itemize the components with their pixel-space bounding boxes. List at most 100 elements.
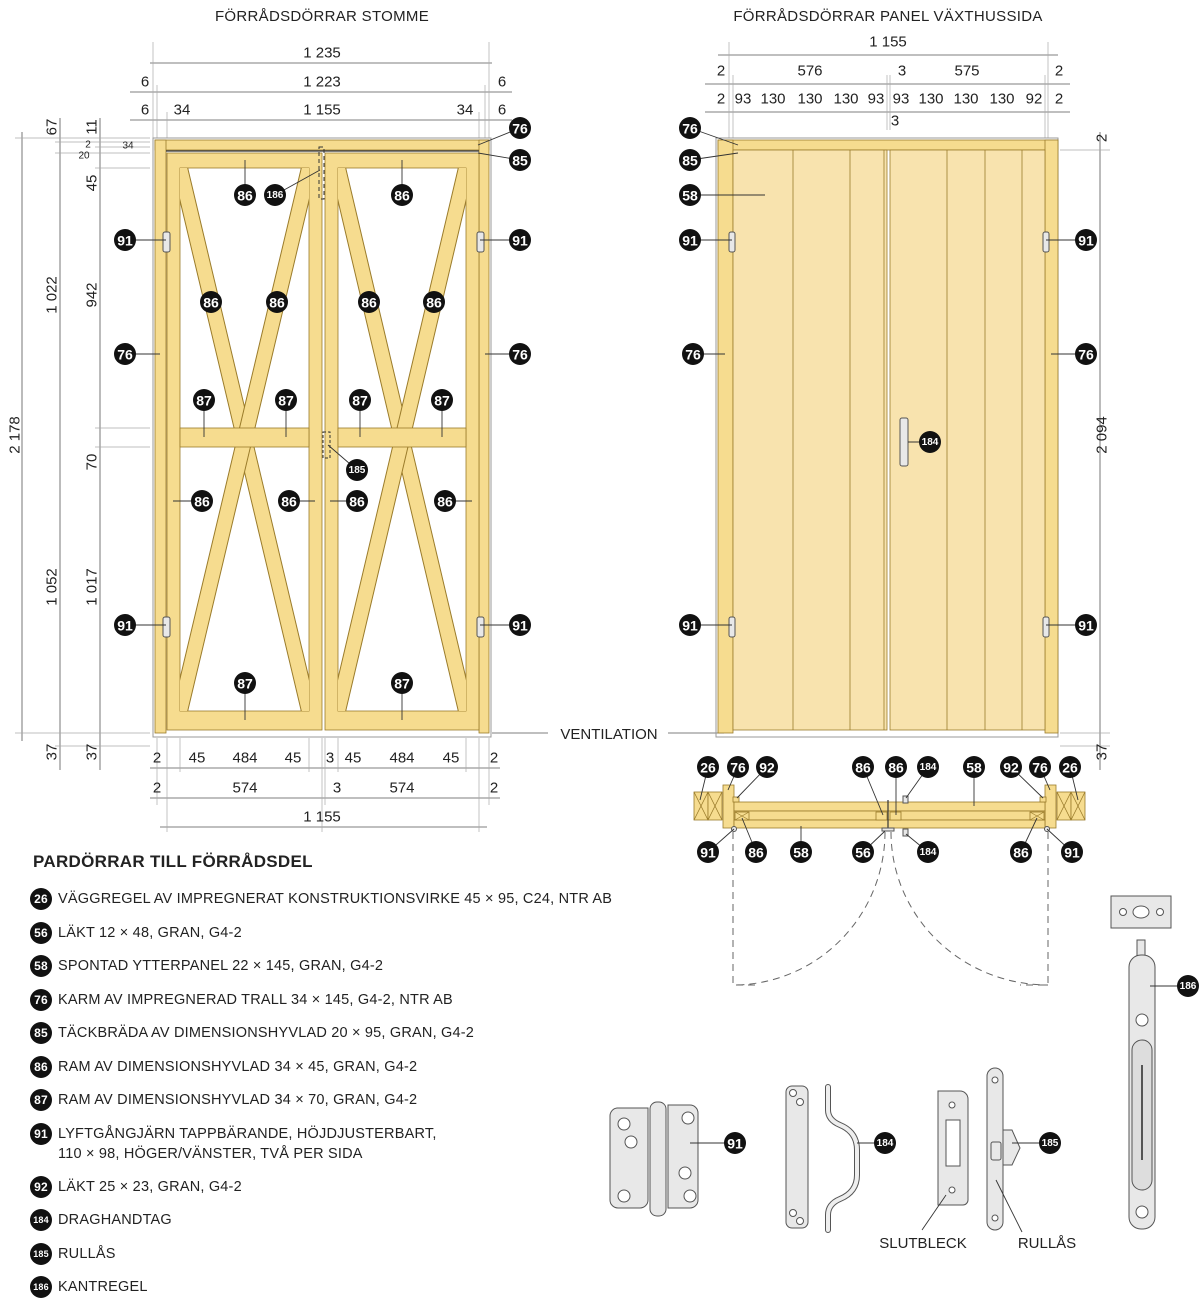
callout-number: 185 [349,465,366,476]
hinge-icon [476,231,485,253]
callout-number: 86 [394,188,410,204]
legend-number-badge: 86 [30,1055,52,1078]
callout-91: 91 [1046,614,1097,636]
callout-86: 86 [423,291,445,313]
dimension-label-panel-top: 130 [760,91,785,108]
callout-number: 76 [512,347,528,363]
hinge-icon [728,231,736,253]
callout-number: 86 [194,494,210,510]
callout-184: 184 [857,1132,896,1154]
callout-87: 87 [391,672,413,720]
callout-badge [756,756,778,778]
legend-number-badge: 76 [30,988,52,1011]
callout-91: 91 [480,229,531,251]
right-panel-leaf [889,149,1046,731]
callout-86: 86 [358,291,380,313]
callout-number: 86 [426,295,442,311]
legend-number-badge: 26 [30,888,52,910]
dimension-label-stomme-left: 67 [44,119,61,136]
callout-badge [917,756,939,778]
callout-number: 58 [793,845,809,861]
legend-description: RAM AV DIMENSIONSHYVLAD 34 × 70, GRAN, G… [58,1090,417,1110]
rullas-label: RULLÅS [1018,1235,1076,1252]
panel-dimension-lines [705,42,1110,770]
callout-badge [1061,841,1083,863]
callout-number: 91 [700,845,716,861]
callout-91: 91 [679,229,732,251]
plan-section [693,784,1086,986]
hinge-icon [162,231,171,253]
legend-item-185: 185 RULLÅS [30,1242,670,1279]
callout-number: 58 [682,188,698,204]
callout-number: 58 [966,760,982,776]
callout-76: 76 [1029,756,1051,791]
dimension-label-stomme-left: 11 [84,119,101,135]
callout-badge [346,459,368,481]
callout-badge [963,756,985,778]
callout-number: 91 [727,1136,743,1152]
callout-76: 76 [1051,343,1097,365]
dimension-label-stomme-bottom: 2 [490,750,498,767]
legend-description: SPONTAD YTTERPANEL 22 × 145, GRAN, G4-2 [58,956,383,976]
edge-bolt-illustration [1110,895,1172,1230]
callout-86: 86 [852,756,884,816]
dimension-label-panel-top: 3 [898,63,906,80]
dimension-label-panel-top: 576 [797,63,822,80]
dimension-label-stomme-bottom: 2 [153,750,161,767]
door-handle-icon [899,417,909,467]
callout-number: 76 [730,760,746,776]
callout-badge [852,841,874,863]
left-door-leaf [166,152,323,731]
callout-87: 87 [349,389,371,437]
dimension-label-stomme-bottom: 3 [333,780,341,797]
dimension-label-panel-top: 2 [1055,91,1063,108]
callout-76: 76 [485,343,531,365]
legend-description: TÄCKBRÄDA AV DIMENSIONSHYVLAD 20 × 95, G… [58,1023,474,1043]
callout-number: 91 [682,618,698,634]
dimension-label-stomme-bottom: 2 [490,780,498,797]
legend-description: KARM AV IMPREGNERAD TRALL 34 × 145, G4-2… [58,990,453,1010]
callout-185: 185 [1012,1132,1061,1154]
callout-badge [1075,343,1097,365]
callout-badge [679,614,701,636]
callout-76: 76 [477,117,531,146]
callout-badge [509,149,531,171]
callout-badge [391,672,413,694]
callout-badge [1029,756,1051,778]
dimension-label-stomme-left: 942 [84,282,101,307]
callout-76: 76 [682,343,725,365]
dimension-label-stomme-top: 6 [141,102,149,119]
callout-badge [264,184,286,206]
callout-number: 76 [1032,760,1048,776]
callout-91: 91 [114,229,166,251]
callout-badge [349,389,371,411]
dimension-label-stomme-left: 45 [84,175,101,192]
callout-76: 76 [679,117,739,146]
legend-description-line: LÄKT 12 × 48, GRAN, G4-2 [58,924,242,941]
roller-catch-illustration [986,1067,1023,1233]
callout-number: 86 [269,295,285,311]
callout-number: 87 [196,393,212,409]
callout-badge [509,229,531,251]
legend-number-badge: 185 [30,1242,52,1265]
callout-number: 76 [685,347,701,363]
edge-bolt-hidden [318,146,325,200]
callout-26: 26 [1059,756,1081,801]
legend-description-line: TÄCKBRÄDA AV DIMENSIONSHYVLAD 20 × 95, G… [58,1025,475,1041]
legend-description: RULLÅS [58,1244,116,1264]
dimension-label-stomme-left: 1 022 [44,276,61,314]
callout-92: 92 [736,756,778,799]
right-door-leaf [324,152,480,731]
callout-number: 92 [1003,760,1019,776]
dimension-label-stomme-left: 70 [84,454,101,471]
callout-badge [266,291,288,313]
dimension-label-stomme-left: 37 [44,744,61,761]
